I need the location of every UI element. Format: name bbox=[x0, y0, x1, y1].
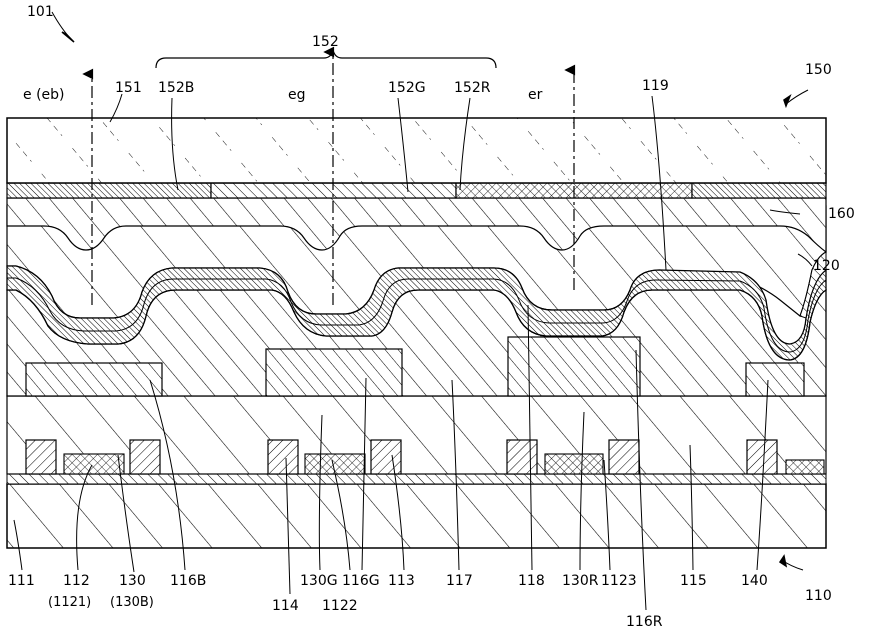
substrate-111 bbox=[7, 484, 826, 548]
label-130G: 130G bbox=[300, 573, 338, 589]
label-1123: 1123 bbox=[601, 573, 637, 589]
label-152B: 152B bbox=[158, 80, 194, 96]
label-111: 111 bbox=[8, 573, 35, 589]
label-117: 117 bbox=[446, 573, 473, 589]
electrode-140 bbox=[746, 363, 804, 396]
label-1122: 1122 bbox=[322, 598, 358, 614]
arrow-101 bbox=[62, 32, 74, 42]
label-152G: 152G bbox=[388, 80, 426, 96]
label-116B: 116B bbox=[170, 573, 206, 589]
label-140: 140 bbox=[741, 573, 768, 589]
label-118: 118 bbox=[518, 573, 545, 589]
label-101: 101 bbox=[27, 4, 54, 20]
label-116R: 116R bbox=[626, 614, 663, 630]
label-120: 120 bbox=[813, 258, 840, 274]
pixel-electrode-116B bbox=[26, 363, 162, 396]
label-119: 119 bbox=[642, 78, 669, 94]
label-130B: (130B) bbox=[110, 595, 154, 610]
pixel-electrode-116G bbox=[266, 349, 402, 396]
arrow-110 bbox=[780, 556, 786, 566]
gate-insulator-113 bbox=[7, 474, 826, 484]
label-130R: 130R bbox=[562, 573, 599, 589]
label-er: er bbox=[528, 87, 543, 103]
label-1121: (1121) bbox=[48, 595, 91, 610]
label-115: 115 bbox=[680, 573, 707, 589]
label-151: 151 bbox=[115, 80, 142, 96]
sealing-substrate-151 bbox=[7, 118, 826, 183]
color-filter-152 bbox=[7, 183, 826, 198]
label-150: 150 bbox=[805, 62, 832, 78]
label-152: 152 bbox=[312, 34, 339, 50]
label-eg: eg bbox=[288, 87, 306, 103]
label-113: 113 bbox=[388, 573, 415, 589]
pixel-electrode-116R bbox=[508, 337, 640, 396]
label-116G: 116G bbox=[342, 573, 380, 589]
label-130: 130 bbox=[119, 573, 146, 589]
label-114: 114 bbox=[272, 598, 299, 614]
label-152R: 152R bbox=[454, 80, 491, 96]
label-e-eb: e (eb) bbox=[23, 87, 65, 103]
label-112: 112 bbox=[63, 573, 90, 589]
label-160: 160 bbox=[828, 206, 855, 222]
brace-152 bbox=[156, 50, 496, 68]
label-110: 110 bbox=[805, 588, 832, 604]
